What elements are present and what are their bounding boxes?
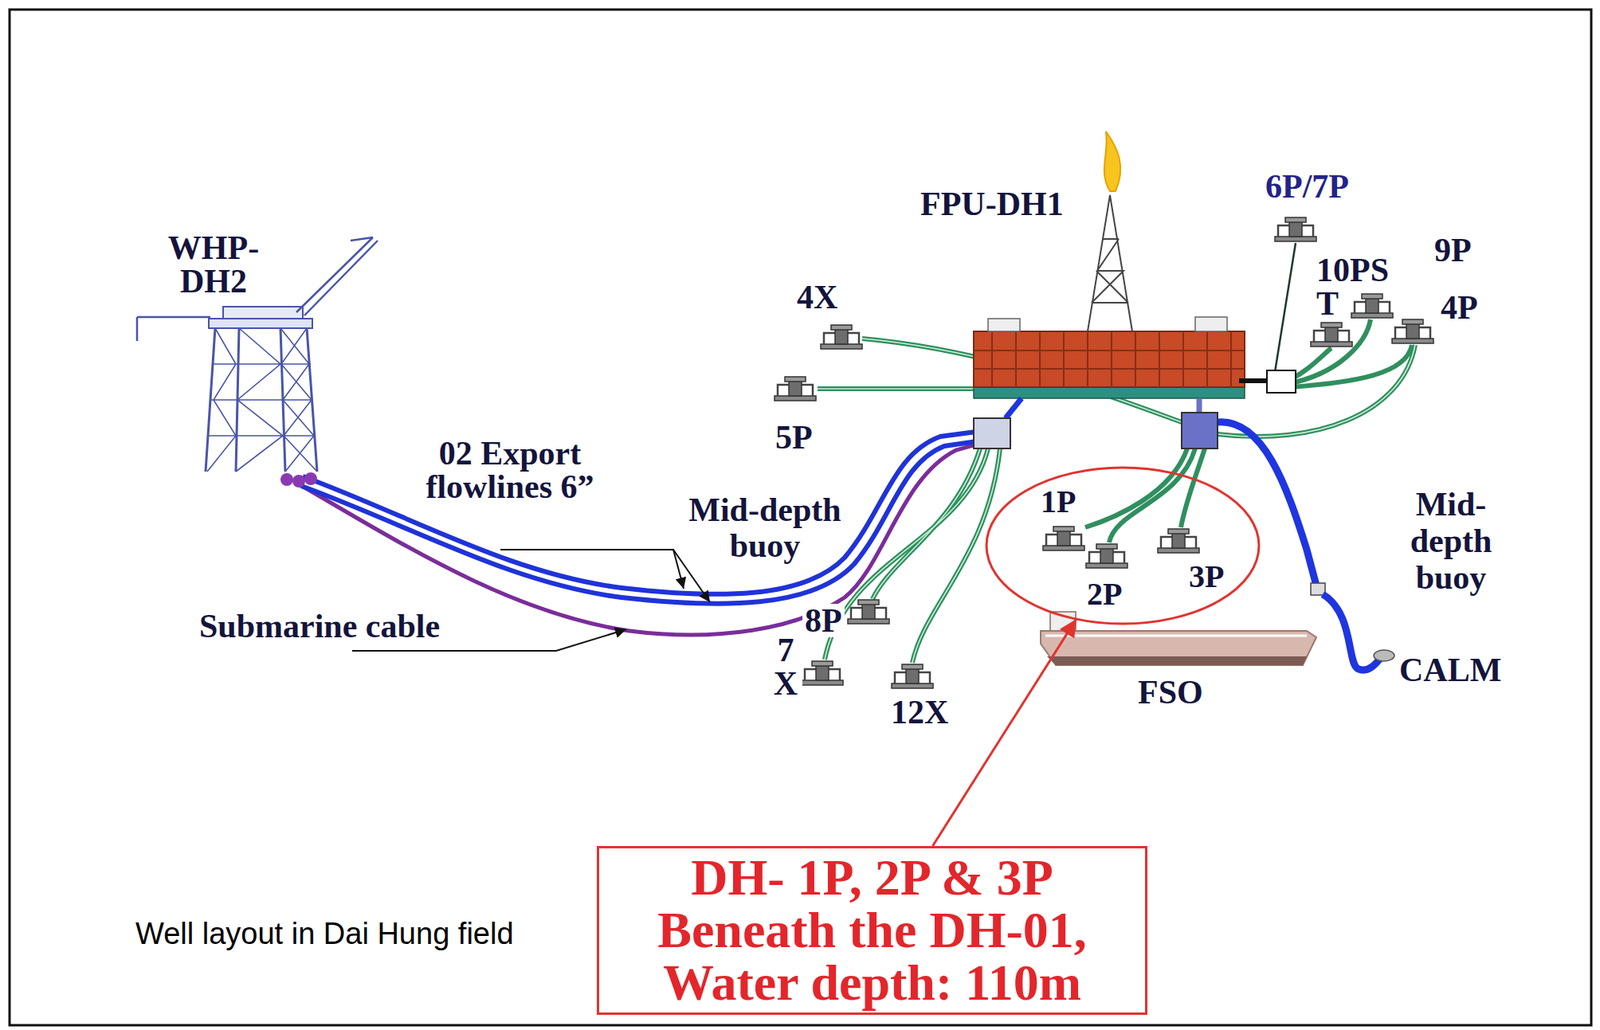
flowline-core (1217, 345, 1416, 437)
wellhead (774, 376, 816, 401)
wellhead (820, 325, 863, 350)
deck-module (988, 318, 1020, 332)
flowline (1286, 319, 1371, 385)
well-name: 9P (1434, 233, 1472, 267)
ellipse-outline (984, 466, 1261, 626)
wellhead (1043, 526, 1085, 551)
callout-heading: DH- 1P, 2P & 3P (605, 851, 1139, 905)
wellhead (801, 661, 844, 686)
well-name: 6P/7P (1265, 169, 1350, 204)
wellhead (1274, 217, 1317, 242)
well-name: 8P (802, 603, 845, 638)
flowline (872, 448, 981, 600)
well-name: 10PS T (1316, 253, 1397, 321)
export-hose (1322, 594, 1383, 671)
riser-clamp (292, 474, 306, 488)
well-name: 12X (890, 695, 949, 730)
wellhead (1310, 322, 1353, 347)
pontoon (973, 387, 1245, 399)
ellipse-outline (986, 467, 1259, 624)
pipeline-label: 02 Export flowlines 6” (406, 436, 614, 504)
flowline (817, 386, 977, 392)
flare (1104, 131, 1121, 192)
flowline (1217, 345, 1416, 437)
deck-lattice (973, 331, 1245, 388)
flowline (1180, 448, 1205, 528)
flowline-group (817, 319, 1416, 663)
riser (1196, 398, 1203, 413)
derrick (1087, 195, 1133, 332)
submarine-cable (296, 443, 982, 636)
export-riser (1217, 422, 1317, 586)
platform-name: FPU-DH1 (920, 187, 1064, 221)
ship-deck (1045, 635, 1307, 638)
cable-label: Submarine cable (199, 609, 440, 644)
riser-clamp (280, 473, 294, 487)
flowline (824, 448, 989, 660)
platform-deck (208, 318, 313, 329)
crane-boom (296, 237, 378, 316)
buoy-label: CALM (1399, 653, 1502, 687)
well-name: 4X (796, 280, 838, 314)
vessel-name: FSO (1137, 675, 1204, 710)
wellhead (1392, 319, 1434, 344)
rig-deck (973, 331, 1245, 388)
callout-body: Beneath the DH-01, Water depth: 110m (605, 904, 1139, 1010)
leader-line (500, 549, 684, 589)
riser (1239, 378, 1267, 384)
highlight-ellipse: 1P 2P 3P (984, 466, 1261, 626)
buoy-label: Mid-depth buoy (677, 492, 853, 565)
jacket-bracing (207, 328, 318, 472)
buoy-label: Mid- depth buoy (1399, 486, 1503, 597)
wellhead (1157, 529, 1200, 553)
well-name: 4P (1440, 290, 1479, 325)
manifold (1181, 412, 1218, 449)
leader-line (673, 549, 710, 603)
mid-depth-buoy (1310, 583, 1326, 596)
picture-frame (9, 9, 1592, 1026)
riser (1005, 398, 1022, 419)
flowline-core (824, 448, 989, 660)
well-name: 1P (1040, 485, 1076, 519)
flowline (1290, 345, 1412, 388)
manifold (973, 418, 1011, 449)
ship-hull (1040, 631, 1317, 666)
export-flowline (301, 439, 989, 604)
well-name: 3P (1188, 560, 1224, 594)
callout-arrow (933, 619, 1077, 847)
flowline-core (872, 448, 981, 600)
ship-waterline (1047, 656, 1307, 666)
jacket-legs (205, 328, 318, 472)
well-name: 7 X (768, 633, 803, 701)
well-name: 2P (1086, 577, 1122, 612)
riser-clamp (304, 472, 318, 486)
wellhead (847, 600, 890, 624)
flowline-core (817, 388, 977, 390)
platform-boom (137, 317, 211, 342)
wellhead (1351, 294, 1393, 318)
callout-box: DH- 1P, 2P & 3PBeneath the DH-01, Water … (596, 846, 1148, 1016)
platform-name: WHP- DH2 (153, 231, 274, 299)
control-umbilical (1274, 243, 1296, 373)
calm-buoy (1373, 650, 1395, 662)
platform-topside (223, 306, 303, 319)
deck-module (1195, 317, 1228, 332)
manifold (1266, 370, 1296, 393)
wellhead (891, 664, 934, 689)
wellhead (1086, 544, 1128, 569)
figure-caption: Well layout in Dai Hung field (135, 916, 514, 952)
well-name: 5P (775, 420, 813, 455)
